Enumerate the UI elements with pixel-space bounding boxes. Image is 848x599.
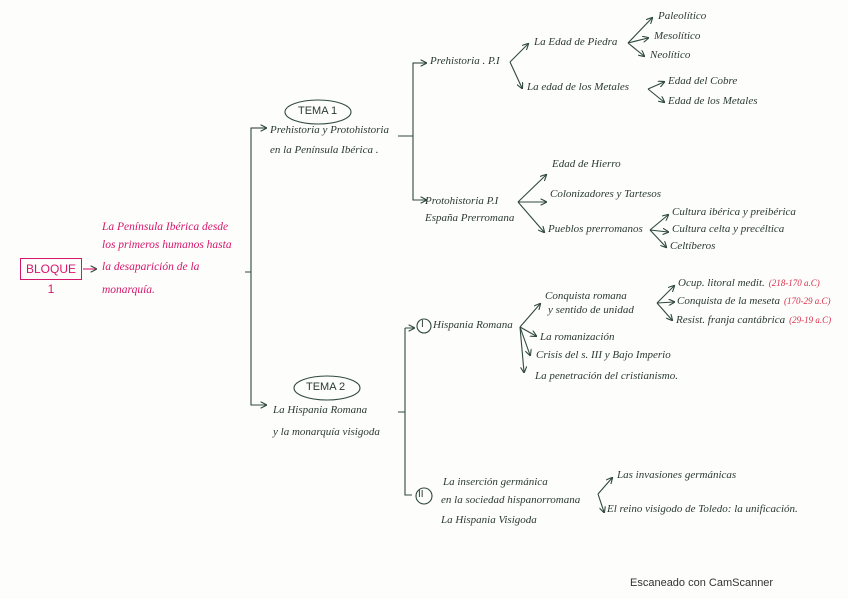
leaf-node: Edad del Cobre <box>668 75 738 87</box>
leaf-node: Celtíberos <box>670 240 716 252</box>
date-range: (170-29 a.C) <box>783 296 831 306</box>
date-range: (218-170 a.C) <box>768 278 820 288</box>
hispania-visigoda-node: en la sociedad hispanorromana <box>441 494 581 506</box>
scanner-watermark: Escaneado con CamScanner <box>630 577 774 589</box>
edad-piedra-node: La Edad de Piedra <box>534 36 618 48</box>
edad-metales-node: La edad de los Metales <box>527 81 630 93</box>
leaf-node: Colonizadores y Tartesos <box>550 188 662 200</box>
hispania-romana-node: Hispania Romana <box>433 319 513 331</box>
conquista-node: y sentido de unidad <box>548 304 634 316</box>
leaf-node: La penetración del cristianismo. <box>535 370 678 382</box>
tema2-title: y la monarquía visigoda <box>273 426 380 438</box>
hispania-visigoda-node: La inserción germánica <box>443 476 548 488</box>
protohistoria-node: Protohistoria P.I <box>425 195 499 207</box>
leaf-node: Edad de los Metales <box>668 95 758 107</box>
root-node-bloque: BLOQUE 1 <box>20 258 82 296</box>
root-description-line: los primeros humanos hasta <box>102 239 232 251</box>
tema2-badge: TEMA 2 <box>306 381 346 393</box>
numeral-ii: II <box>418 489 424 500</box>
leaf-node: Paleolítico <box>658 10 707 22</box>
leaf-node: El reino visigodo de Toledo: la unificac… <box>607 503 798 515</box>
prehistoria-node: Prehistoria . P.I <box>430 55 500 67</box>
root-description-line: la desaparición de la <box>102 261 200 273</box>
conquista-item-row: Ocup. litoral medit. (218-170 a.C) <box>678 278 820 289</box>
tema1-title: Prehistoria y Protohistoria <box>270 124 389 136</box>
tema1-badge: TEMA 1 <box>298 105 338 117</box>
numeral-i: I <box>421 319 424 330</box>
date-range: (29-19 a.C) <box>789 315 832 325</box>
conquista-item-row: Conquista de la meseta (170-29 a.C) <box>677 296 830 307</box>
root-description-line: monarquía. <box>102 284 155 296</box>
leaf-node: Ocup. litoral medit. <box>678 277 765 289</box>
leaf-node: Neolítico <box>650 49 691 61</box>
leaf-node: Las invasiones germánicas <box>617 469 737 481</box>
leaf-node: Mesolítico <box>654 30 701 42</box>
leaf-node: Crisis del s. III y Bajo Imperio <box>536 349 671 361</box>
pueblos-node: Pueblos prerromanos <box>548 223 643 235</box>
leaf-node: Cultura celta y precéltica <box>672 223 785 235</box>
hispania-visigoda-node: La Hispania Visigoda <box>441 514 537 526</box>
leaf-node: La romanización <box>540 331 615 343</box>
conquista-node: Conquista romana <box>545 290 627 302</box>
root-description-line: La Península Ibérica desde <box>102 221 229 233</box>
conquista-item-row: Resist. franja cantábrica (29-19 a.C) <box>676 315 831 326</box>
leaf-node: Conquista de la meseta <box>677 295 780 307</box>
leaf-node: Resist. franja cantábrica <box>676 314 786 326</box>
tema2-title: La Hispania Romana <box>273 404 368 416</box>
tema1-title: en la Península Ibérica . <box>270 144 379 156</box>
leaf-node: Edad de Hierro <box>552 158 621 170</box>
leaf-node: Cultura ibérica y preibérica <box>672 206 796 218</box>
protohistoria-node: España Prerromana <box>425 212 515 224</box>
